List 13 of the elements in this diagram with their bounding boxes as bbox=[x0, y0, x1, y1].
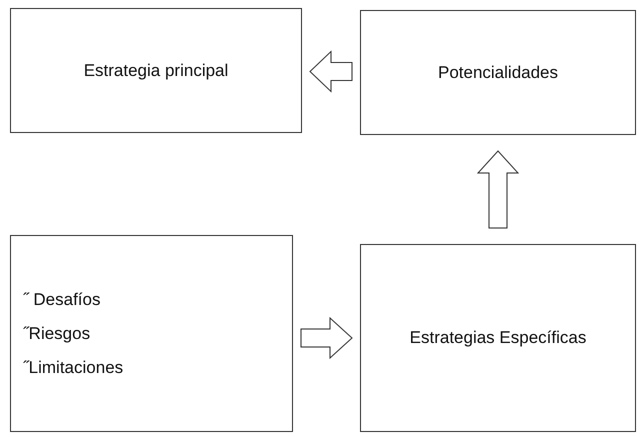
process-box bbox=[360, 10, 636, 135]
list-item: ˝Limitaciones bbox=[23, 358, 124, 378]
block-arrow bbox=[300, 316, 353, 360]
block-arrow bbox=[476, 150, 520, 228]
block-arrow bbox=[309, 50, 352, 93]
process-box bbox=[10, 8, 302, 133]
box-label: Estrategia principal bbox=[84, 60, 228, 80]
process-box bbox=[10, 235, 293, 432]
list-item: ˝Riesgos bbox=[23, 324, 90, 344]
box-label: Potencialidades bbox=[438, 62, 558, 82]
list-item: ˝ Desafíos bbox=[23, 290, 100, 310]
box-label: Estrategias Específicas bbox=[410, 328, 586, 348]
process-box bbox=[360, 244, 636, 432]
